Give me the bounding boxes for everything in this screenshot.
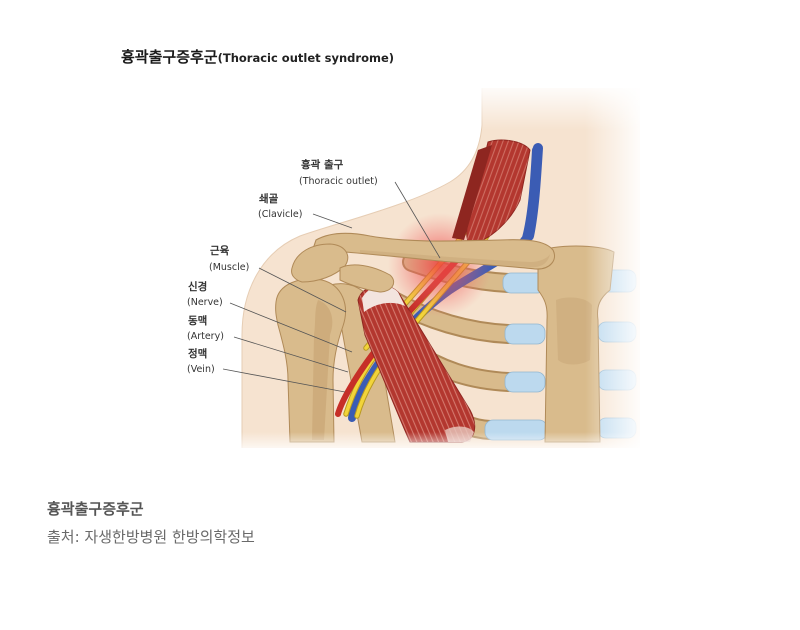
label-en: (Thoracic outlet) [299,176,378,187]
cartilage-left-3 [504,371,546,393]
scalene-muscle-strap [452,145,492,240]
coracoid-bone [339,264,395,293]
label-clavicle: 쇄골 (Clavicle) [258,192,302,220]
label-ko: 동맥 [188,314,207,327]
figure-title-ko: 흉곽출구증후군 [121,48,218,66]
label-en: (Muscle) [209,262,249,273]
humerus-shading [312,300,333,440]
leader-line-thoracic-outlet [394,181,441,259]
label-ko: 정맥 [188,347,207,360]
cartilage-left-2 [504,323,546,345]
fade-right [585,80,645,460]
sternum-shading [556,297,592,365]
leader-line-vein [222,368,346,393]
label-ko: 쇄골 [259,192,279,205]
clavicle-bone [313,232,555,270]
label-vein: 정맥 (Vein) [187,347,215,375]
leader-lines [222,181,441,393]
thoracic-outlet-illustration: 흉곽 출구 (Thoracic outlet) 쇄골 (Clavicle) 근육… [187,80,650,460]
label-ko: 신경 [188,280,207,293]
leader-line-clavicle [312,213,353,229]
leader-line-artery [233,336,349,373]
figure-title-en: (Thoracic outlet syndrome) [217,51,395,65]
leader-line-muscle [258,267,347,313]
upper-vein [524,143,543,241]
label-muscle: 근육 (Muscle) [209,245,249,273]
caption-source: 출처: 자생한방병원 한방의학정보 [47,528,255,546]
leader-line-nerve [229,302,353,353]
label-en: (Nerve) [187,297,223,308]
fade-bottom [230,432,650,454]
label-en: (Vein) [187,364,215,375]
label-en: (Artery) [187,331,224,342]
pectoralis-minor-fibers [358,285,475,442]
fade-top [468,82,648,130]
skin-outline [241,88,483,448]
label-nerve: 신경 (Nerve) [187,280,223,308]
clavicle-shading [360,250,550,268]
label-artery: 동맥 (Artery) [187,314,224,342]
scalene-muscle [452,139,531,246]
label-ko: 근육 [210,245,230,257]
pectoralis-minor-tendon [362,285,405,312]
label-ko: 흉곽 출구 [301,158,344,171]
thoracic-outlet-glow [388,213,492,317]
label-en: (Clavicle) [258,209,302,220]
caption-title: 흉곽출구증후군 [47,500,144,518]
figure-title: 흉곽출구증후군(Thoracic outlet syndrome) [121,46,394,67]
label-thoracic-outlet: 흉곽 출구 (Thoracic outlet) [299,158,378,187]
